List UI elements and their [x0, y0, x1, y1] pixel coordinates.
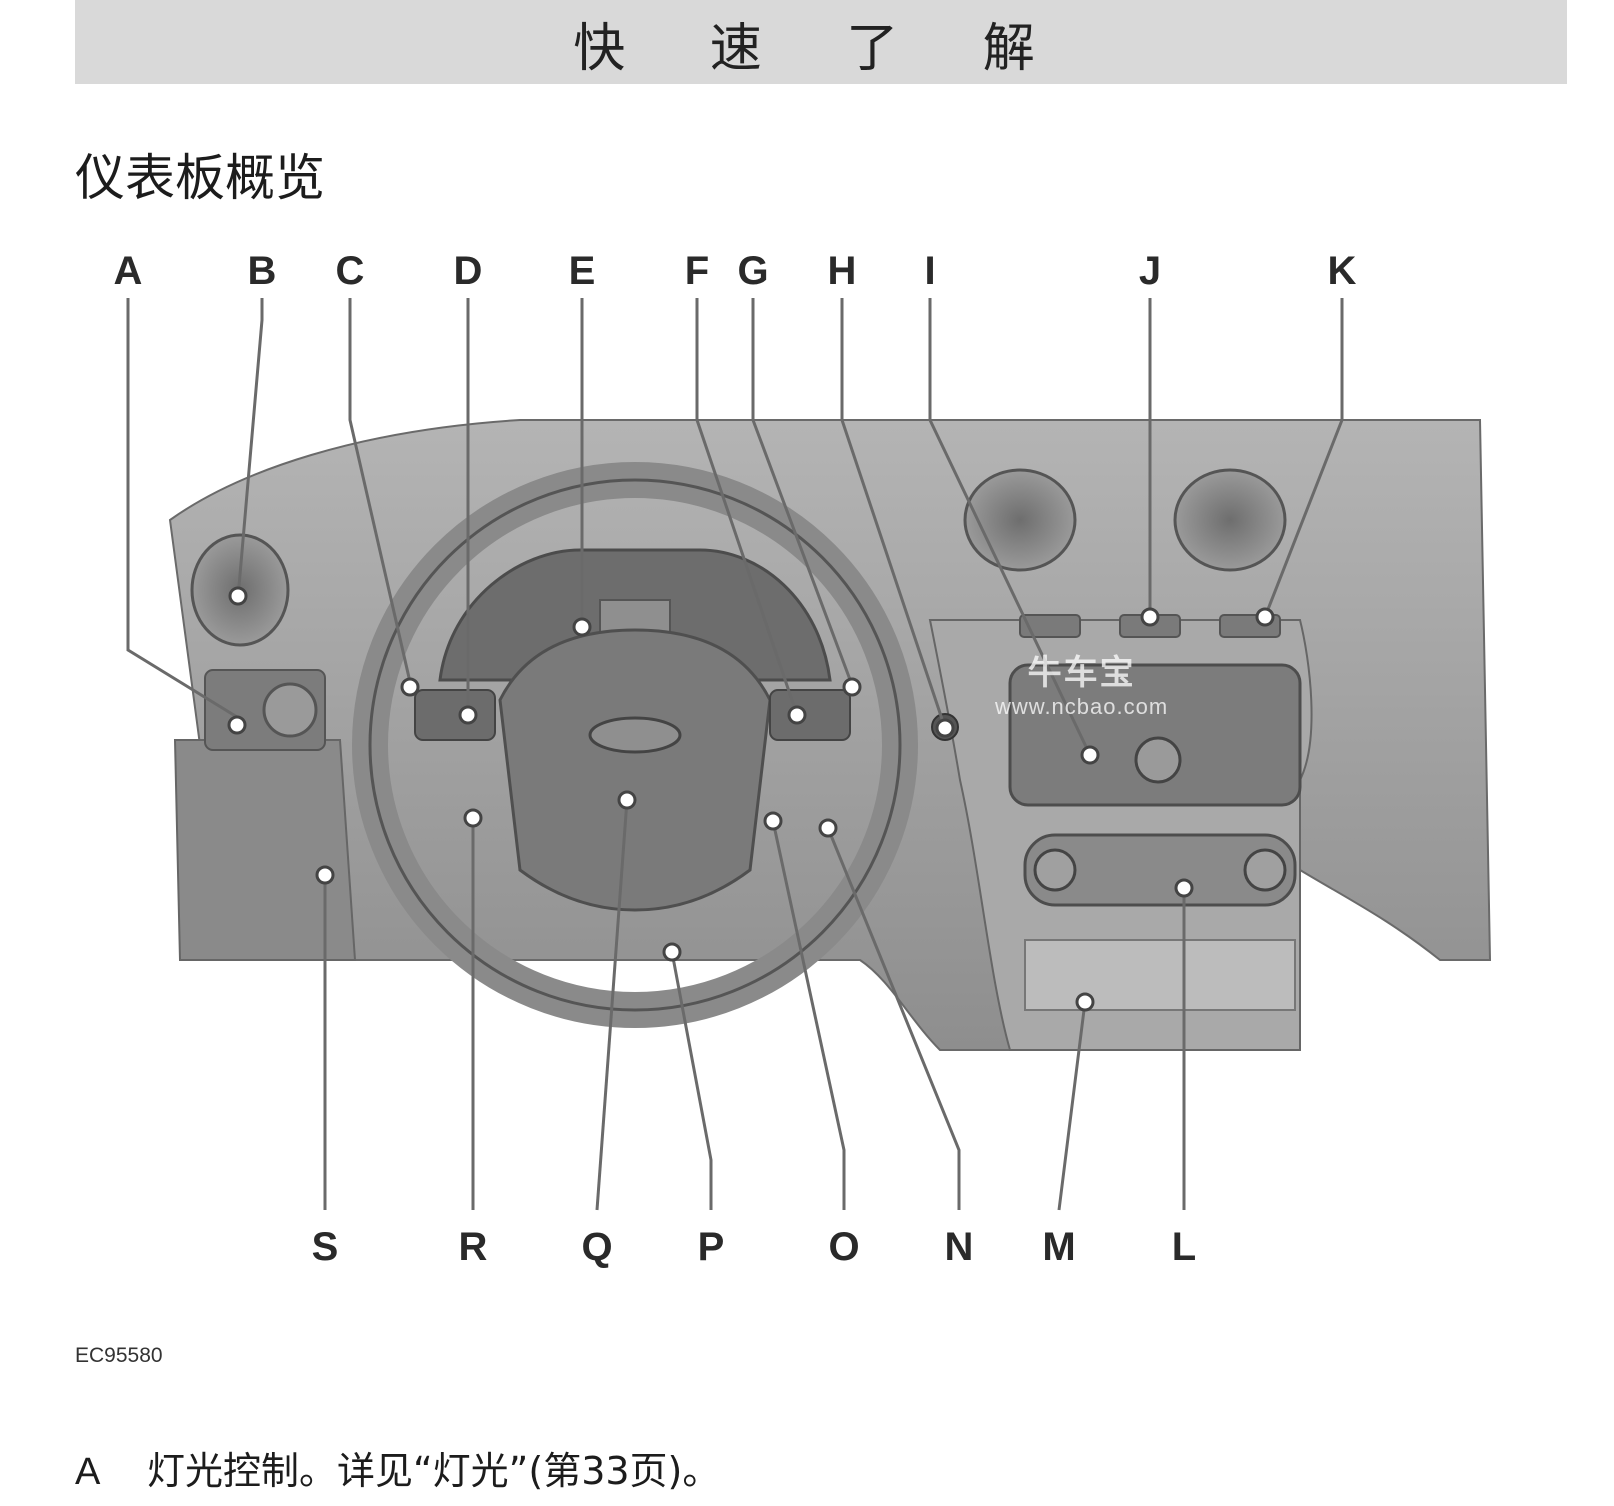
- watermark: 牛车宝 www.ncbao.com: [995, 645, 1168, 720]
- callout-label-k: K: [1328, 249, 1357, 293]
- callout-label-b: B: [248, 249, 277, 293]
- climate-knob-right: [1243, 848, 1287, 892]
- callout-dot-l: [1174, 878, 1194, 898]
- callout-label-i: I: [924, 249, 935, 293]
- callout-line-b: [236, 298, 264, 599]
- audio-unit: [1008, 663, 1302, 807]
- callout-dot-b: [228, 586, 248, 606]
- callout-line-a: [126, 298, 238, 719]
- callout-dot-e: [572, 617, 592, 637]
- callout-dot-o: [763, 811, 783, 831]
- callout-line-c: [348, 298, 412, 683]
- callout-labels-bottom: S R Q P O N M L: [312, 1225, 1197, 1269]
- callout-label-d: D: [454, 249, 483, 293]
- dashboard-drawing: A B C D E F G H I J K S R Q P O N M L: [114, 249, 1492, 1269]
- callout-label-p: P: [698, 1225, 725, 1269]
- callout-label-a: A: [114, 249, 143, 293]
- callout-dot-n: [818, 818, 838, 838]
- center-vent-right: [1173, 468, 1287, 572]
- steering-wheel-rim-edge: [368, 478, 902, 1012]
- storage-compartment: [1024, 939, 1296, 1011]
- callout-dot-i: [1080, 745, 1100, 765]
- callout-dot-p: [662, 942, 682, 962]
- callout-dots: [227, 586, 1275, 1012]
- callout-dot-r: [463, 808, 483, 828]
- callout-label-h: H: [828, 249, 857, 293]
- console-button-left: [1019, 614, 1081, 638]
- callout-line-n: [826, 827, 961, 1210]
- callout-lines-top: [126, 298, 1344, 756]
- callout-label-c: C: [336, 249, 365, 293]
- figure-id: EC95580: [75, 1344, 163, 1367]
- callout-dot-k: [1255, 607, 1275, 627]
- callout-label-g: G: [737, 249, 768, 293]
- left-spoke-buttons: [414, 689, 496, 741]
- callout-line-p: [670, 951, 713, 1210]
- callout-label-n: N: [945, 1225, 974, 1269]
- callout-line-f: [695, 298, 799, 716]
- callout-line-i: [928, 298, 1092, 756]
- legend-item: A 灯光控制。详见“灯光”(第33页)。: [75, 1440, 720, 1495]
- callout-dot-q: [617, 790, 637, 810]
- callout-label-e: E: [569, 249, 596, 293]
- page-header-title: 快 速 了 解: [573, 19, 1069, 79]
- callout-line-h: [840, 298, 947, 729]
- callout-label-s: S: [312, 1225, 339, 1269]
- header-bar: 快 速 了 解: [75, 0, 1567, 84]
- center-vent-left: [963, 468, 1077, 572]
- steering-wheel-hub: [498, 628, 772, 912]
- dashboard-illustration: A B C D E F G H I J K S R Q P O N M L 牛车…: [60, 220, 1560, 1350]
- lower-left-panel: [173, 739, 357, 961]
- callout-dot-f: [787, 705, 807, 725]
- callout-line-g: [751, 298, 854, 686]
- legend-letter: A: [75, 1451, 101, 1493]
- callout-label-l: L: [1172, 1225, 1196, 1269]
- callout-dot-m: [1075, 992, 1095, 1012]
- callout-dot-s: [315, 865, 335, 885]
- audio-knob: [1134, 736, 1182, 784]
- light-knob: [262, 682, 318, 738]
- callout-label-q: Q: [581, 1225, 612, 1269]
- callout-lines-bottom: [323, 799, 1186, 1211]
- steering-wheel-badge: [588, 716, 682, 754]
- callout-dot-h: [935, 718, 955, 738]
- watermark-brand: 牛车宝: [1027, 653, 1136, 693]
- legend-text: 灯光控制。详见“灯光”(第33页)。: [147, 1449, 721, 1493]
- callout-dot-d: [458, 705, 478, 725]
- callout-line-o: [771, 820, 846, 1210]
- watermark-url: www.ncbao.com: [995, 694, 1169, 719]
- callout-line-k: [1263, 298, 1344, 618]
- climate-panel: [1023, 833, 1297, 907]
- callout-line-q: [595, 799, 629, 1211]
- climate-knob-left: [1033, 848, 1077, 892]
- section-title: 仪表板概览: [75, 149, 325, 207]
- callout-dot-a: [227, 715, 247, 735]
- callout-dot-c: [400, 677, 420, 697]
- callout-label-m: M: [1042, 1225, 1075, 1269]
- callout-dot-g: [842, 677, 862, 697]
- callout-label-r: R: [459, 1225, 488, 1269]
- right-spoke-buttons: [769, 689, 851, 741]
- callout-label-f: F: [685, 249, 709, 293]
- callout-dot-j: [1140, 607, 1160, 627]
- callout-line-m: [1057, 1001, 1087, 1211]
- callout-label-j: J: [1139, 249, 1161, 293]
- callout-label-o: O: [828, 1225, 859, 1269]
- callout-labels-top: A B C D E F G H I J K: [114, 249, 1357, 293]
